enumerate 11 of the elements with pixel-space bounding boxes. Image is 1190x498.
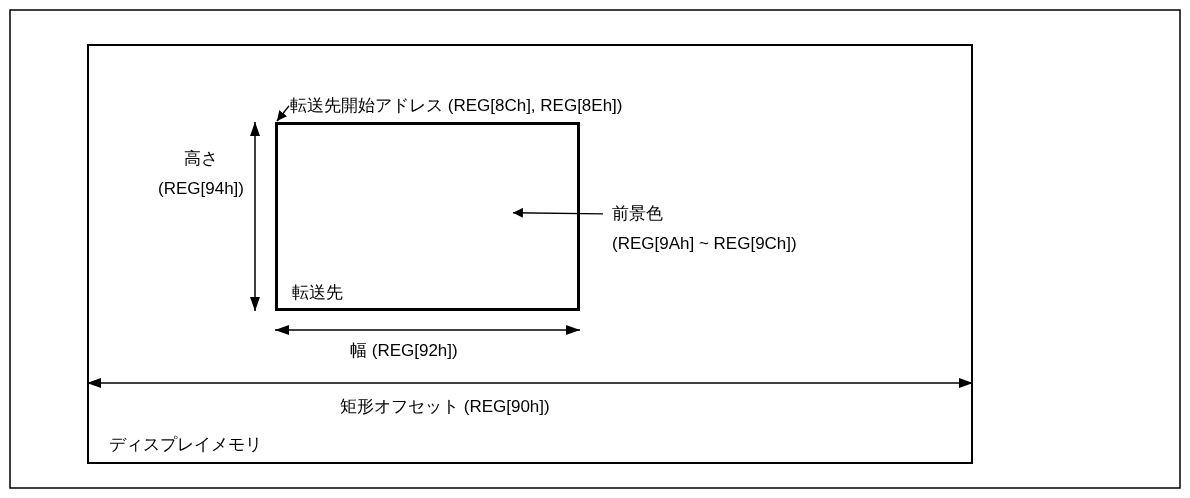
destination-rectangle [275, 122, 580, 311]
dimension-label: 幅 (REG[92h]) [350, 340, 458, 362]
color-label: 前景色 (REG[9Ah] ~ REG[9Ch]) [612, 199, 797, 259]
memory-area-box [87, 44, 973, 464]
area-label: ディスプレイメモリ [109, 433, 262, 456]
area-label: 転送先 [292, 281, 343, 304]
dimension-label: 高さ (REG[94h]) [157, 148, 245, 200]
leader-line [276, 105, 290, 122]
leader-line [512, 207, 604, 218]
address-label: 転送先開始アドレス (REG[8Ch], REG[8Eh]) [290, 91, 623, 121]
dimension-label: 矩形オフセット (REG[90h]) [340, 396, 550, 418]
